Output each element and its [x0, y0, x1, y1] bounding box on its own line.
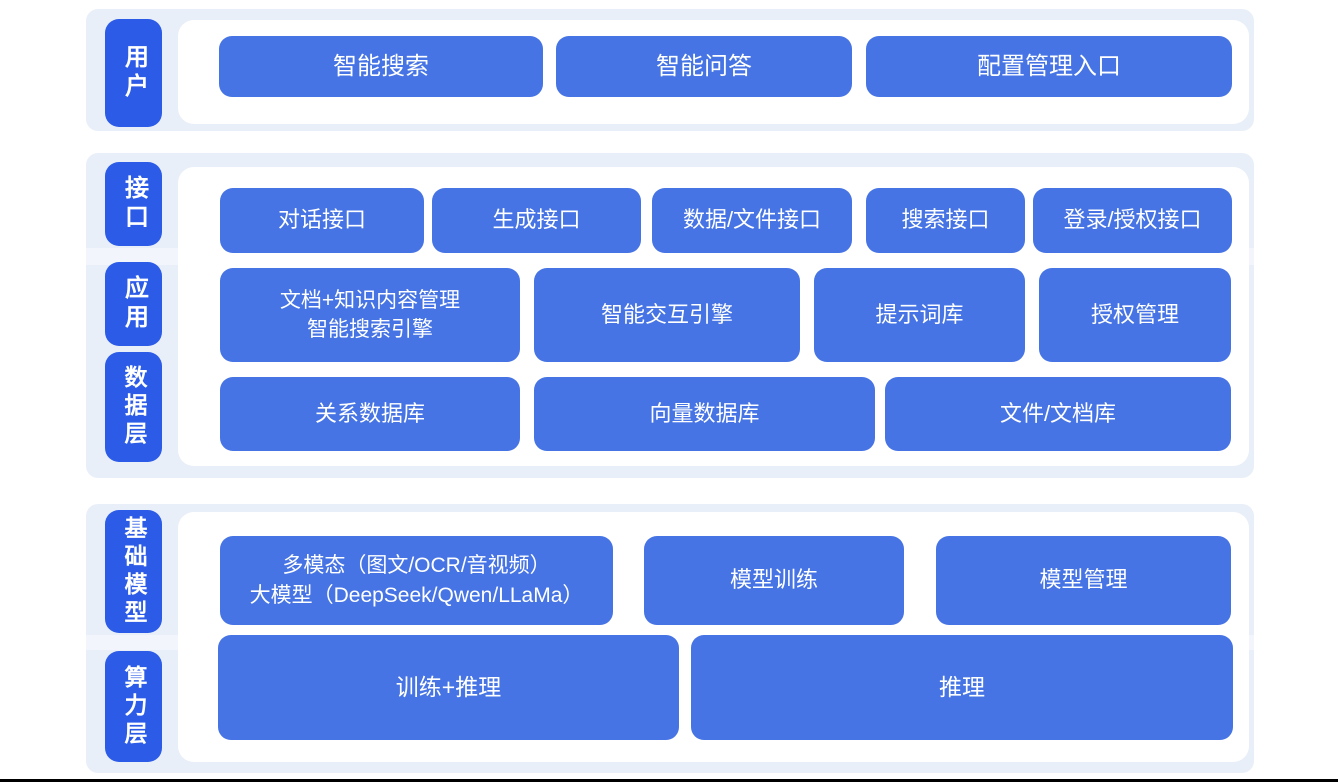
block-label: 关系数据库 [314, 400, 425, 426]
block-dialog-api: 对话接口 [220, 188, 424, 253]
layer-label-foundation-model-text: 基础模型 [121, 515, 147, 628]
block-interactive-engine: 智能交互引擎 [534, 268, 800, 362]
block-search-api: 搜索接口 [866, 188, 1025, 253]
block-label: 授权管理 [1090, 301, 1179, 327]
block-login-auth-api: 登录/授权接口 [1033, 188, 1232, 253]
layer-label-data: 数据层 [105, 352, 162, 462]
layer-label-user-text: 用户 [120, 44, 148, 102]
block-label: 模型训练 [729, 567, 818, 593]
block-label-line2: 大模型（DeepSeek/Qwen/LLaMa） [249, 583, 584, 607]
block-data-file-api: 数据/文件接口 [652, 188, 852, 253]
layer-label-compute: 算力层 [105, 651, 162, 762]
block-label: 训练+推理 [395, 674, 502, 701]
layer-label-application-text: 应用 [120, 275, 148, 333]
block-label: 对话接口 [277, 207, 366, 233]
block-label: 登录/授权接口 [1063, 207, 1202, 233]
block-relational-db: 关系数据库 [220, 377, 520, 451]
block-label: 智能问答 [656, 52, 752, 80]
layer-label-interface-text: 接口 [120, 175, 148, 233]
block-label: 数据/文件接口 [682, 207, 822, 233]
block-generation-api: 生成接口 [432, 188, 641, 253]
block-label: 提示词库 [875, 301, 964, 327]
block-label: 生成接口 [492, 207, 581, 233]
block-label: 智能交互引擎 [600, 301, 733, 327]
layer-label-user: 用户 [105, 19, 162, 127]
block-multimodal-llm: 多模态（图文/OCR/音视频） 大模型（DeepSeek/Qwen/LLaMa） [220, 536, 613, 625]
layer-label-compute-text: 算力层 [121, 664, 147, 749]
block-config-management-entry: 配置管理入口 [866, 36, 1232, 97]
block-inference: 推理 [691, 635, 1233, 740]
block-label: 搜索接口 [901, 207, 990, 233]
block-label-line1: 文档+知识内容管理 [279, 288, 461, 312]
bottom-border-line [0, 779, 1338, 782]
block-label: 向量数据库 [649, 400, 760, 426]
block-doc-knowledge-search-engine: 文档+知识内容管理 智能搜索引擎 [220, 268, 520, 362]
block-label: 推理 [939, 674, 985, 701]
block-label: 智能搜索 [333, 52, 429, 80]
block-model-management: 模型管理 [936, 536, 1231, 625]
block-label: 模型管理 [1039, 567, 1128, 593]
block-label: 配置管理入口 [977, 52, 1121, 80]
block-vector-db: 向量数据库 [534, 377, 875, 451]
block-label-line2: 智能搜索引擎 [307, 318, 433, 341]
block-prompt-library: 提示词库 [814, 268, 1025, 362]
block-smart-search: 智能搜索 [219, 36, 543, 97]
block-training-inference: 训练+推理 [218, 635, 679, 740]
layer-label-data-text: 数据层 [121, 365, 147, 449]
block-smart-qa: 智能问答 [556, 36, 852, 97]
block-label: 文件/文档库 [999, 400, 1117, 426]
layer-label-application: 应用 [105, 262, 162, 346]
block-auth-management: 授权管理 [1039, 268, 1231, 362]
layer-label-interface: 接口 [105, 162, 162, 246]
block-label-line1: 多模态（图文/OCR/音视频） [282, 554, 551, 578]
block-model-training: 模型训练 [644, 536, 904, 625]
block-file-doc-db: 文件/文档库 [885, 377, 1231, 451]
layer-label-foundation-model: 基础模型 [105, 510, 162, 633]
